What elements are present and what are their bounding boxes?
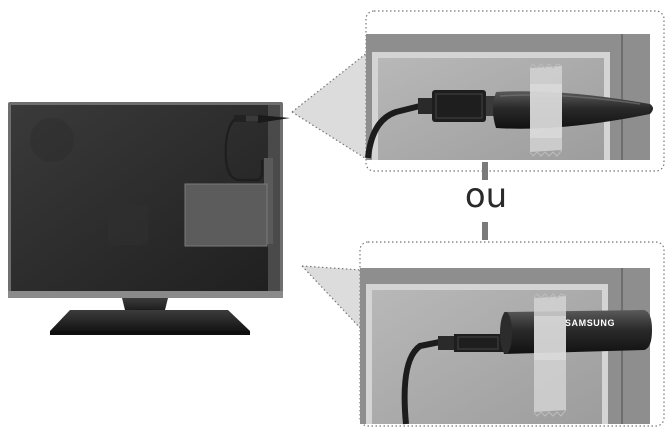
connector-bar-top [482,162,488,180]
samsung-dongle-bottom: SAMSUNG [500,310,652,354]
or-separator-label: ou [464,176,508,216]
television [8,102,283,335]
tape-bottom [533,293,567,417]
hdmi-cable-top [365,90,496,159]
usb-cable-bottom [401,334,504,425]
tape-top [529,63,563,157]
connector-bar-bottom [482,222,488,240]
dongle-brand-label: SAMSUNG [565,318,615,328]
tv-cable [224,115,290,182]
